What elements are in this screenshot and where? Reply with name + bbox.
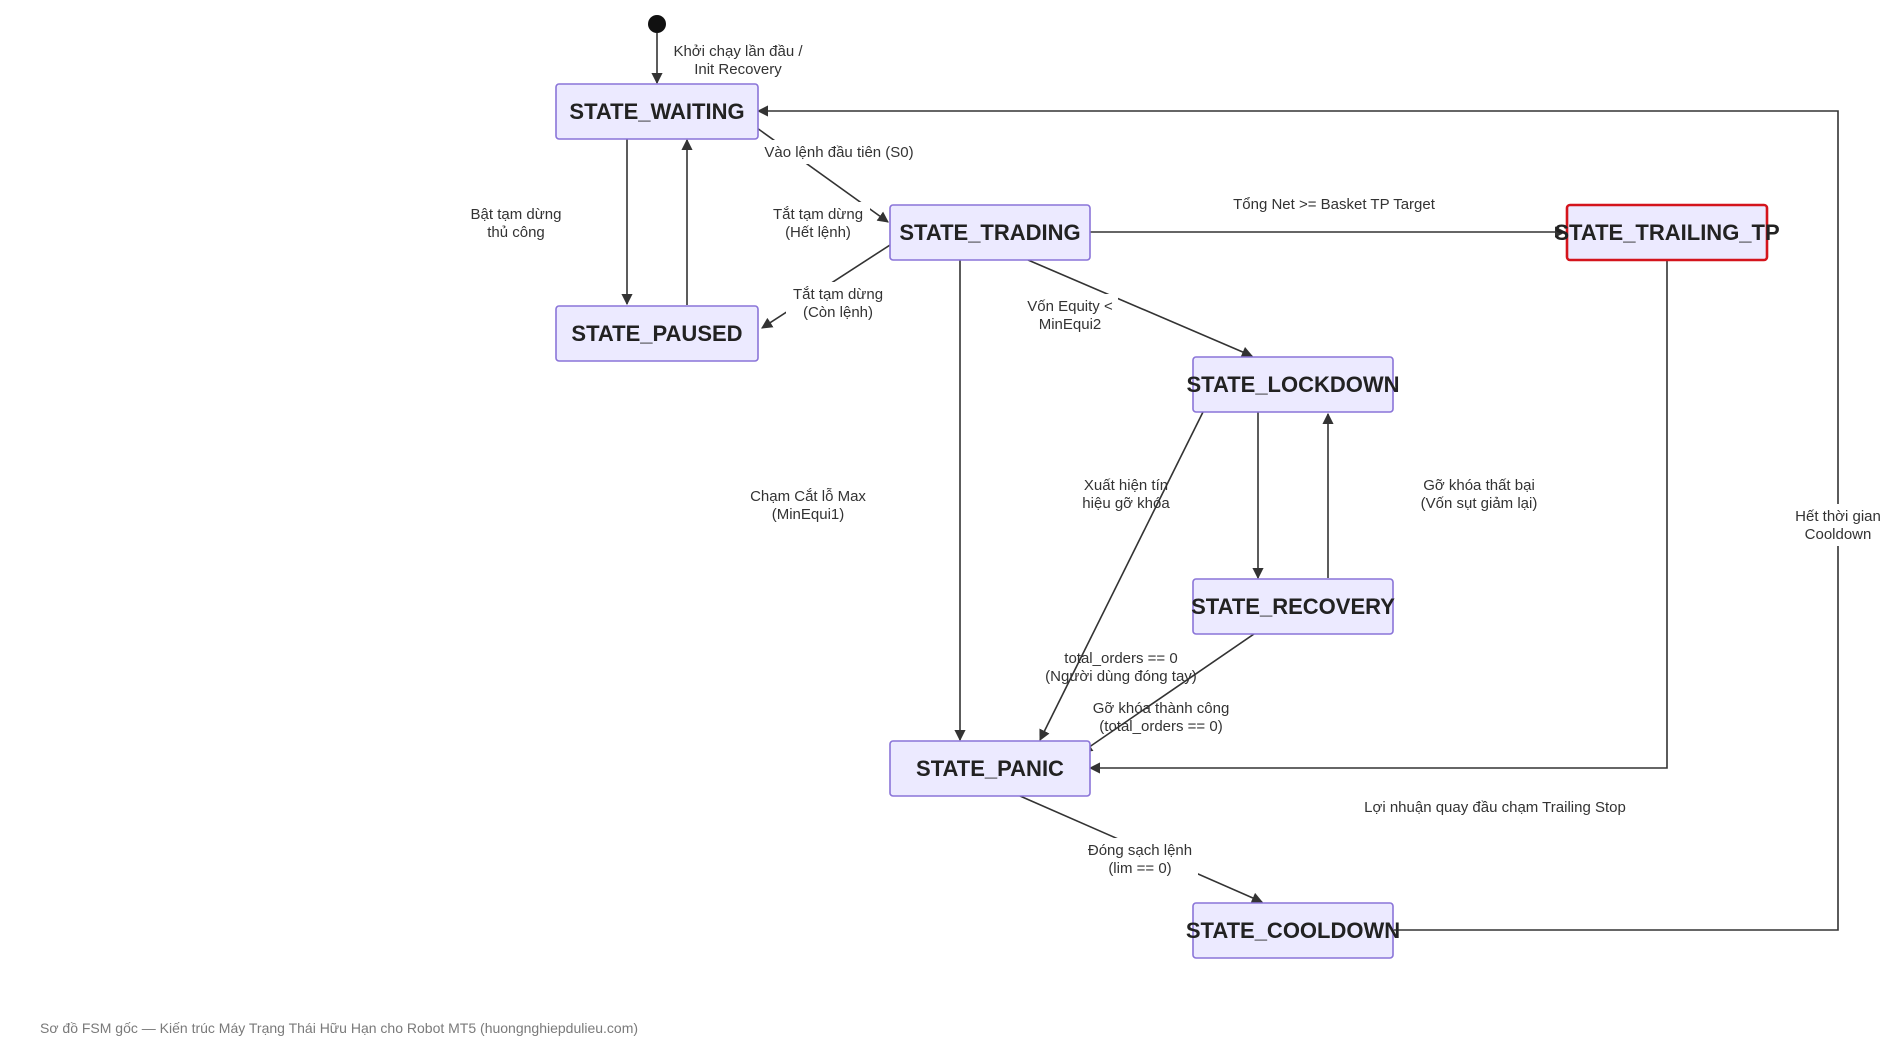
svg-text:STATE_TRADING: STATE_TRADING: [899, 220, 1080, 245]
svg-text:Tắt tạm dừng(Còn lệnh): Tắt tạm dừng(Còn lệnh): [793, 286, 883, 321]
label-pause-with-orders: Tắt tạm dừng(Còn lệnh): [786, 282, 890, 324]
label-unlock-success: Gỡ khóa thành công(total_orders == 0): [1093, 700, 1230, 735]
svg-text:total_orders == 0(Người dùng đ: total_orders == 0(Người dùng đóng tay): [1045, 650, 1197, 685]
state-recovery: STATE_RECOVERY: [1191, 578, 1395, 635]
state-lockdown: STATE_LOCKDOWN: [1186, 356, 1400, 413]
svg-text:STATE_PAUSED: STATE_PAUSED: [571, 321, 742, 346]
edge-trailing-to-panic: [1088, 260, 1668, 774]
state-trailing-tp: STATE_TRAILING_TP: [1554, 203, 1780, 262]
svg-text:Vào lệnh đầu tiên (S0): Vào lệnh đầu tiên (S0): [764, 144, 913, 161]
svg-text:STATE_LOCKDOWN: STATE_LOCKDOWN: [1186, 372, 1399, 397]
svg-text:STATE_PANIC: STATE_PANIC: [916, 756, 1064, 781]
state-waiting: STATE_WAITING: [555, 83, 759, 140]
initial-state-dot: [648, 15, 666, 33]
edge-lockdown-to-panic: [1039, 411, 1204, 742]
state-panic: STATE_PANIC: [889, 740, 1091, 797]
label-waiting-to-trading: Vào lệnh đầu tiên (S0): [760, 140, 920, 164]
svg-text:Khởi chạy lần đầu /Init Recove: Khởi chạy lần đầu /Init Recovery: [673, 43, 803, 78]
label-unlock-failed: Gỡ khóa thất bại(Vốn sụt giảm lại): [1421, 477, 1538, 512]
label-basket-tp: Tổng Net >= Basket TP Target: [1224, 192, 1444, 216]
svg-text:Gỡ khóa thất bại(Vốn sụt giảm: Gỡ khóa thất bại(Vốn sụt giảm lại): [1421, 477, 1538, 512]
svg-text:STATE_RECOVERY: STATE_RECOVERY: [1191, 594, 1395, 619]
svg-text:Chạm Cắt lỗ Max(MinEqui1): Chạm Cắt lỗ Max(MinEqui1): [750, 488, 866, 523]
state-paused: STATE_PAUSED: [555, 305, 759, 362]
svg-text:STATE_WAITING: STATE_WAITING: [569, 99, 744, 124]
label-trailing-stop-hit: Lợi nhuận quay đầu chạm Trailing Stop: [1364, 799, 1626, 816]
state-cooldown: STATE_COOLDOWN: [1186, 902, 1400, 959]
diagram-caption: Sơ đồ FSM gốc — Kiến trúc Máy Trạng Thái…: [40, 1020, 639, 1036]
label-init: Khởi chạy lần đầu /Init Recovery: [665, 38, 811, 80]
label-orders-cleared: Đóng sạch lệnh(lim == 0): [1082, 838, 1198, 880]
svg-text:Tắt tạm dừng(Hết lệnh): Tắt tạm dừng(Hết lệnh): [773, 206, 863, 241]
svg-text:Vốn Equity <MinEqui2: Vốn Equity <MinEqui2: [1027, 298, 1113, 333]
label-max-stoploss: Chạm Cắt lỗ Max(MinEqui1): [740, 484, 876, 526]
label-equity-below: Vốn Equity <MinEqui2: [1022, 294, 1118, 336]
svg-text:STATE_TRAILING_TP: STATE_TRAILING_TP: [1554, 220, 1779, 245]
state-trading: STATE_TRADING: [889, 204, 1091, 261]
svg-text:Gỡ khóa thành công(total_order: Gỡ khóa thành công(total_orders == 0): [1093, 700, 1230, 735]
label-user-closed: total_orders == 0(Người dùng đóng tay): [1045, 650, 1197, 685]
edge-trading-to-lockdown: [1027, 259, 1254, 358]
svg-text:STATE_COOLDOWN: STATE_COOLDOWN: [1186, 918, 1400, 943]
svg-text:Lợi nhuận quay đầu chạm Traili: Lợi nhuận quay đầu chạm Trailing Stop: [1364, 799, 1626, 816]
label-pause-no-orders: Tắt tạm dừng(Hết lệnh): [766, 202, 870, 244]
edge-recovery-to-panic: [1081, 633, 1255, 753]
svg-text:Đóng sạch lệnh(lim == 0): Đóng sạch lệnh(lim == 0): [1088, 842, 1192, 877]
svg-text:Tổng Net >= Basket TP Target: Tổng Net >= Basket TP Target: [1233, 196, 1436, 213]
